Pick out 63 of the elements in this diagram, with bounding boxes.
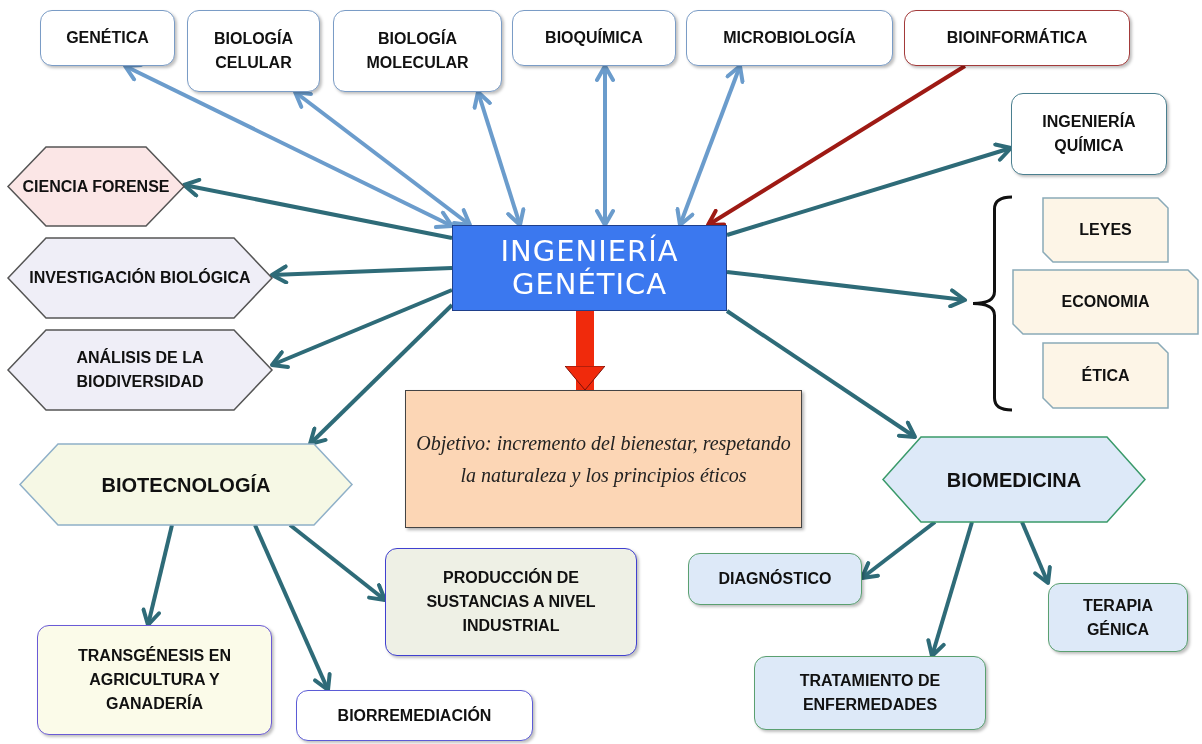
node-label: BIOQUÍMICA (544, 27, 644, 48)
node-label: ECONOMIA (1060, 292, 1151, 312)
topic-box (1011, 93, 1167, 175)
arrow (725, 309, 917, 439)
node-label: DIAGNÓSTICO (717, 568, 833, 589)
snipped-corner-box (1043, 198, 1168, 262)
node-label: INGENIERÍA QUÍMICA (1041, 111, 1137, 156)
arrow (270, 288, 453, 369)
block-arrow (564, 311, 606, 391)
topic-box (187, 10, 320, 92)
topic-box (512, 10, 676, 66)
arrow (253, 524, 332, 692)
node-label: GENÉTICA (65, 27, 150, 48)
node-label: ÉTICA (1080, 365, 1131, 386)
node-label: BIOMEDICINA (945, 467, 1083, 493)
topic-box (37, 625, 272, 735)
node-label: BIOLOGÍA CELULAR (212, 28, 295, 73)
topic-box (904, 10, 1130, 66)
hexagon-box (883, 437, 1145, 522)
central-title-box (452, 225, 727, 311)
node-label: LEYES (1078, 220, 1133, 240)
objective-text: Objetivo: incremento del bienestar, respetando la naturaleza y los principios éticos (415, 431, 792, 489)
node-label: TRANSGÉNESIS EN AGRICULTURA Y GANADERÍA (77, 645, 232, 714)
arrow (182, 177, 453, 240)
topic-box (754, 656, 986, 730)
topic-box (40, 10, 175, 66)
objective-box (405, 390, 802, 528)
hexagon-box (8, 147, 184, 226)
topic-box (333, 10, 502, 92)
hexagon-box (8, 238, 272, 318)
arrow (472, 90, 526, 227)
node-label: TERAPIA GÉNICA (1081, 595, 1155, 640)
node-label: BIORREMEDIACIÓN (336, 705, 493, 726)
node-label: INVESTIGACIÓN BIOLÓGICA (28, 267, 252, 288)
topic-box (686, 10, 893, 66)
arrow (1020, 521, 1052, 585)
node-label: BIOINFORMÁTICA (945, 27, 1089, 48)
arrow (141, 524, 174, 627)
hexagon-box (20, 444, 352, 525)
snipped-corner-box (1013, 270, 1198, 334)
arrow (726, 142, 1013, 237)
arrow (675, 64, 745, 227)
arrow (270, 264, 453, 285)
title-text: INGENIERÍA GENÉTICA (499, 234, 680, 302)
arrow (726, 270, 967, 309)
snipped-corner-box (1043, 343, 1168, 408)
arrow (595, 64, 615, 227)
topic-box (688, 553, 862, 605)
node-label: TRATAMIENTO DE ENFERMEDADES (798, 671, 942, 715)
topic-box (385, 548, 637, 656)
topic-box (1048, 583, 1188, 652)
node-label: BIOLOGÍA MOLECULAR (365, 28, 470, 73)
arrow (926, 521, 974, 658)
node-label: CIENCIA FORENSE (21, 176, 171, 197)
node-label: PRODUCCIÓN DE SUSTANCIAS A NIVEL INDUSTRIAL (425, 567, 597, 636)
node-label: MICROBIOLOGÍA (722, 27, 857, 48)
node-label: BIOTECNOLOGÍA (100, 472, 272, 498)
topic-box (296, 690, 533, 741)
arrow (308, 303, 454, 446)
arrow (293, 90, 472, 227)
node-label: ANÁLISIS DE LA BIODIVERSIDAD (75, 347, 205, 392)
hexagon-box (8, 330, 272, 410)
arrow (706, 64, 967, 227)
